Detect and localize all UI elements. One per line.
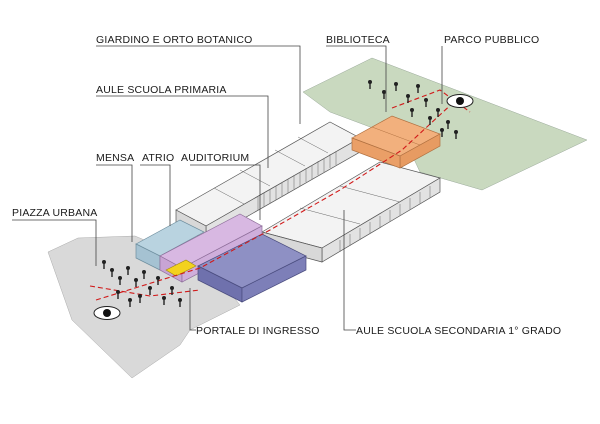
person-icon xyxy=(406,94,410,103)
eye-icon xyxy=(446,94,474,108)
person-icon xyxy=(394,82,398,91)
label-atrium: ATRIO xyxy=(142,152,174,164)
label-public-park: PARCO PUBBLICO xyxy=(444,34,539,46)
person-icon xyxy=(410,108,414,117)
primary-classrooms-building xyxy=(175,121,361,268)
eye-icon xyxy=(93,306,121,320)
person-icon xyxy=(138,294,142,303)
label-entrance-portal: PORTALE DI INGRESSO xyxy=(196,325,320,337)
label-primary-classrooms: AULE SCUOLA PRIMARIA xyxy=(96,84,227,96)
person-icon xyxy=(436,108,440,117)
person-icon xyxy=(440,128,444,137)
person-icon xyxy=(102,260,106,269)
auditorium-building xyxy=(197,233,307,303)
main-axis-line xyxy=(95,99,457,301)
person-icon xyxy=(178,298,182,307)
label-urban-square: PIAZZA URBANA xyxy=(12,207,97,219)
library-building xyxy=(351,115,441,169)
people-group-plaza xyxy=(102,260,182,307)
park-ground xyxy=(302,57,588,191)
plaza-axis-line xyxy=(89,285,201,297)
entrance-portal xyxy=(165,259,197,277)
person-icon xyxy=(368,80,372,89)
label-auditorium: AUDITORIUM xyxy=(181,152,249,164)
canteen-building xyxy=(135,219,205,271)
person-icon xyxy=(128,298,132,307)
label-garden-botanical: GIARDINO E ORTO BOTANICO xyxy=(96,34,253,46)
people-group-park xyxy=(368,80,458,139)
person-icon xyxy=(142,270,146,279)
person-icon xyxy=(126,266,130,275)
person-icon xyxy=(162,296,166,305)
person-icon xyxy=(170,286,174,295)
person-icon xyxy=(428,116,432,125)
person-icon xyxy=(118,276,122,285)
person-icon xyxy=(110,268,114,277)
person-icon xyxy=(116,290,120,299)
person-icon xyxy=(156,276,160,285)
person-icon xyxy=(382,90,386,99)
person-icon xyxy=(454,130,458,139)
person-icon xyxy=(148,286,152,295)
label-library: BIBLIOTECA xyxy=(326,34,390,46)
person-icon xyxy=(416,84,420,93)
leader-lines xyxy=(12,45,443,331)
label-canteen: MENSA xyxy=(96,152,134,164)
person-icon xyxy=(424,98,428,107)
label-secondary-classrooms: AULE SCUOLA SECONDARIA 1° GRADO xyxy=(356,325,561,337)
secondary-classrooms-building xyxy=(261,161,441,263)
person-icon xyxy=(134,278,138,287)
person-icon xyxy=(446,120,450,129)
